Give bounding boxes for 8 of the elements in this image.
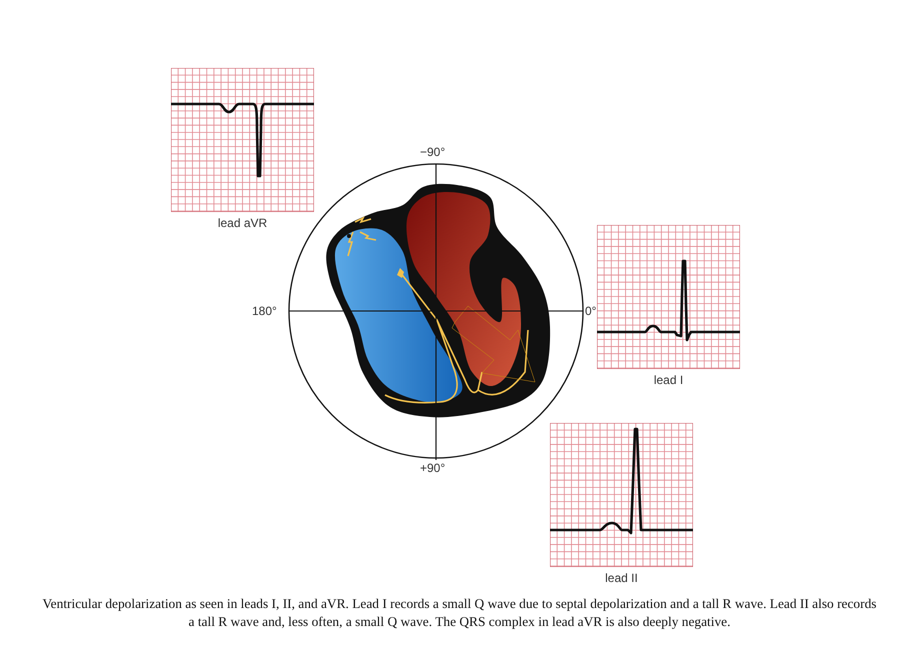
lead-label: lead aVR [216, 216, 268, 230]
lead-label: lead I [652, 373, 684, 387]
lead-label: lead II [604, 571, 639, 585]
angle-label: 180° [252, 304, 277, 318]
angle-label: 0° [585, 304, 596, 318]
angle-label: −90° [420, 145, 446, 159]
angle-label: +90° [420, 461, 446, 475]
figure-caption: Ventricular depolarization as seen in leads I, II, and aVR. Lead I records a small Q wave due to septal depolarization and a tall R wave. Lead II also records a tall R wave and, less often, a small Q wave. The QRS complex in lead aVR is also deeply negative. [42, 595, 878, 631]
